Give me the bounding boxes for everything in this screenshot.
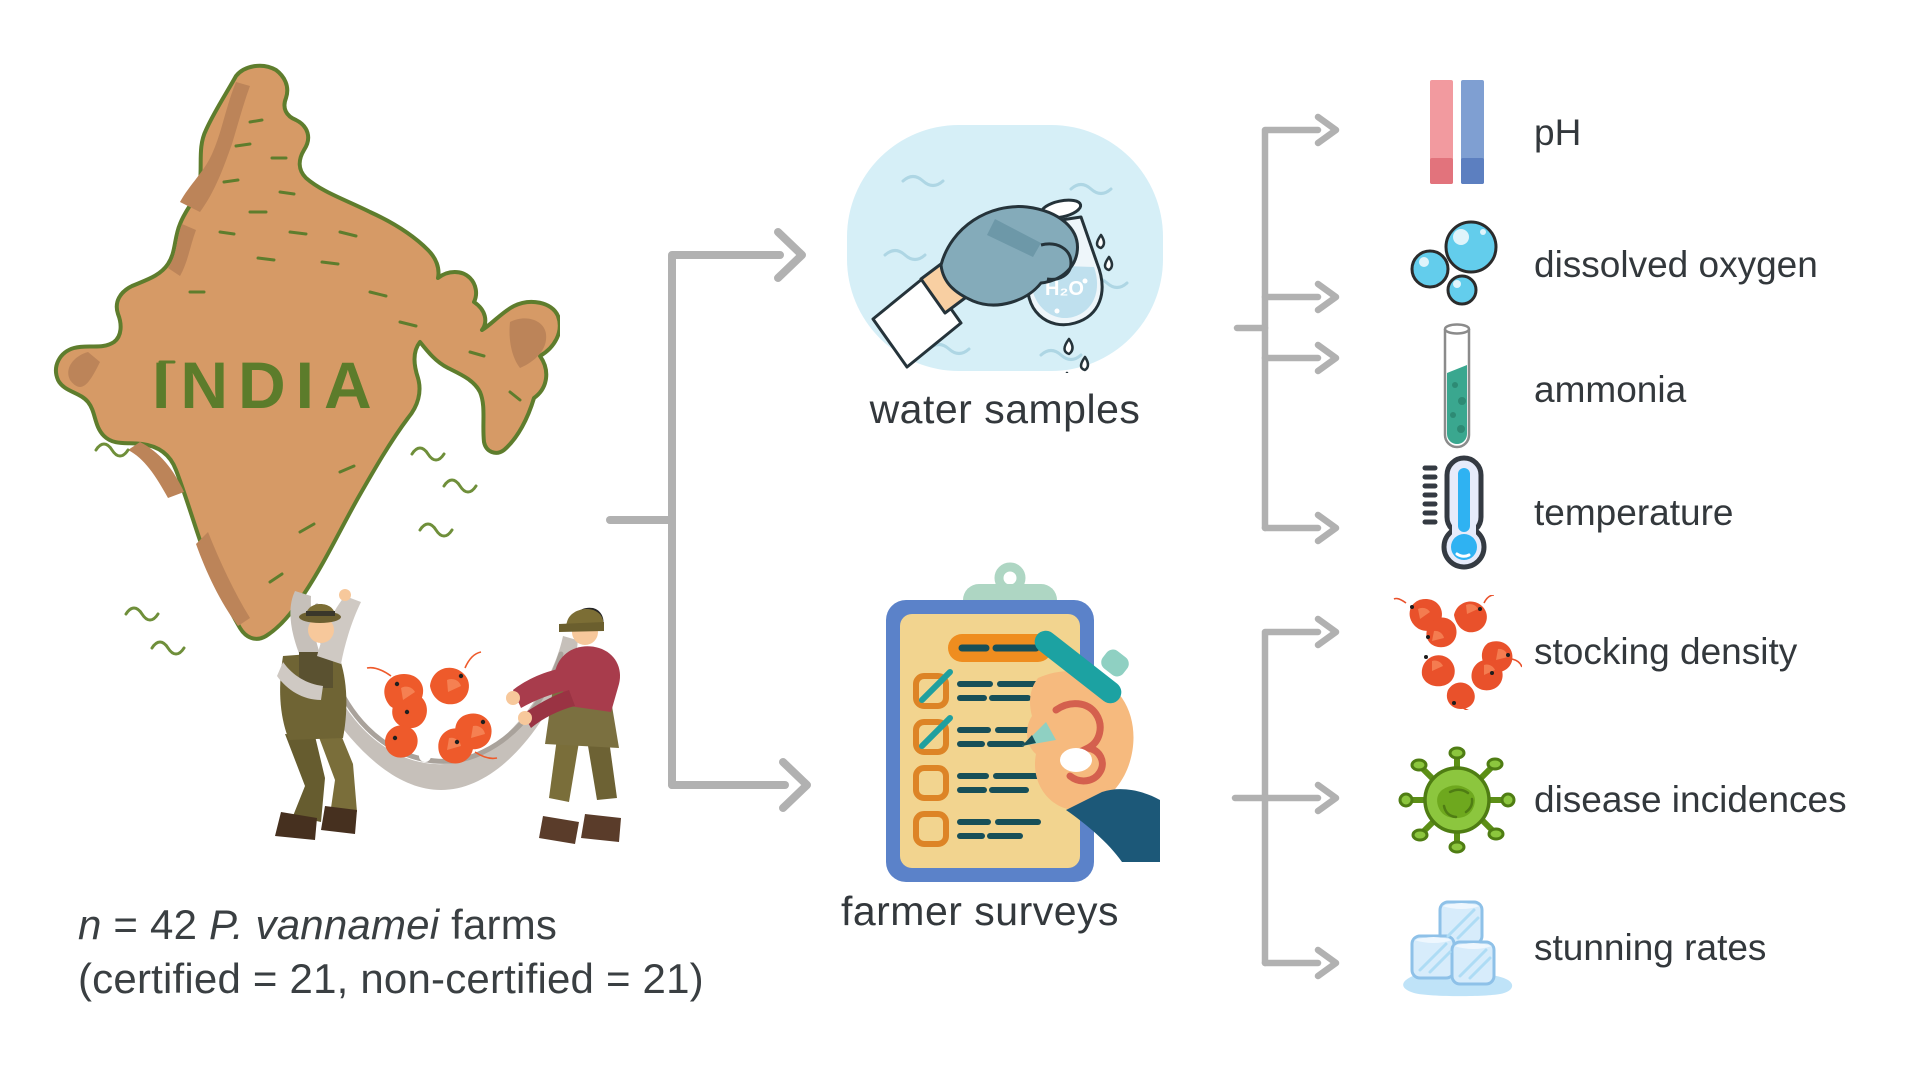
sample-caption: n = 42 P. vannamei farms (certified = 21… [78,898,718,1006]
thermometer-icon [1422,455,1487,570]
caption-line2: (certified = 21, non-certified = 21) [78,954,704,1002]
farmers-shrimp-net-illustration [275,589,621,844]
caption-n: n [78,901,102,948]
flask-h2o-label: H₂O [1045,278,1084,300]
measurement-label: dissolved oxygen [1534,244,1818,285]
measurement-row-dissolved-oxygen: dissolved oxygen [1392,195,1818,335]
writing-hand [1022,630,1160,862]
measurement-label: temperature [1534,492,1734,533]
trunk-bracket [606,228,811,812]
measurement-label: stocking density [1534,631,1798,672]
map-shading [68,82,547,626]
map-country-label: INDIA [152,348,382,422]
india-map-outline [54,63,560,641]
water-samples-label: water samples [869,386,1141,432]
droplets [1063,233,1114,373]
measurement-row-stocking-density: stocking density [1392,582,1797,722]
india-map-illustration: INDIA [54,63,560,656]
measurement-label: pH [1534,112,1582,153]
ph-strips-icon [1430,80,1484,184]
farmer-surveys-icon [886,562,1160,882]
farmer-surveys-label: farmer surveys [840,888,1120,934]
virus-icon [1398,746,1516,854]
measurement-row-disease-incidences: disease incidences [1392,730,1847,870]
shrimp-cluster-icon [1393,594,1522,710]
survey-checklist [913,669,1045,847]
measurement-row-stunning-rates: stunning rates [1392,878,1766,1018]
farmer-right [506,607,621,844]
farmer-left [275,589,361,840]
ice-cubes-icon [1403,900,1513,997]
gloved-hand [871,205,1079,369]
measurement-row-ph: pH [1392,63,1581,203]
measurement-label: ammonia [1534,369,1687,410]
caption-species: P. vannamei [209,901,440,948]
sea-waves [94,442,478,656]
measurement-row-ammonia: ammonia [1392,320,1686,460]
survey-branch [1231,615,1340,980]
measurement-label: stunning rates [1534,927,1767,968]
water-branch [1233,113,1340,545]
map-hatch-marks [158,118,522,584]
shrimp-pile [366,651,498,764]
bubbles-icon [1410,220,1498,306]
measurement-label: disease incidences [1534,779,1847,820]
water-sampling-icon: H₂O [847,125,1163,373]
test-tube-icon [1443,323,1471,449]
caption-line1: n = 42 P. vannamei farms [78,901,558,948]
measurement-row-temperature: temperature [1392,443,1734,583]
